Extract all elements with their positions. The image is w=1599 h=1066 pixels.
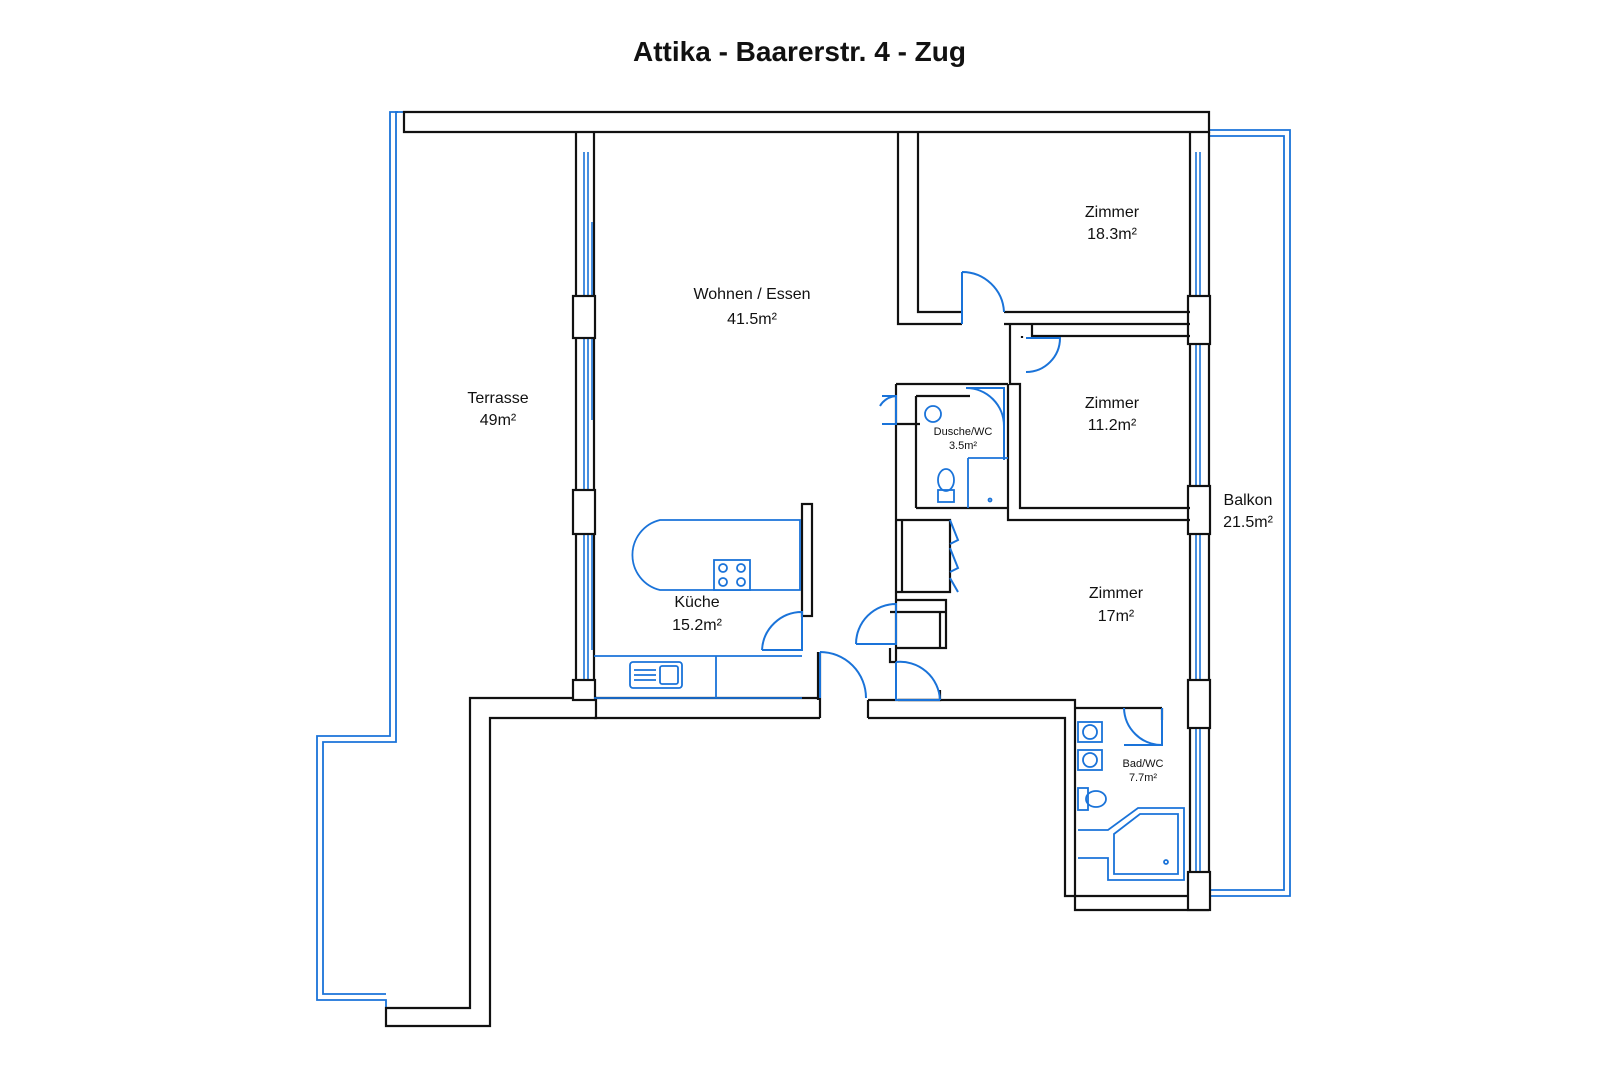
- toilet-icon: [937, 489, 955, 503]
- page-title: Attika - Baarerstr. 4 - Zug: [633, 36, 966, 67]
- right-windows: [1186, 152, 1212, 912]
- washbasin-icon: [1077, 721, 1103, 743]
- room-area-zimmer-2: 11.2m²: [1088, 417, 1137, 434]
- terrace-outline: [316, 111, 404, 1018]
- toilet-icon: [1077, 787, 1089, 811]
- washbasin-icon: [1077, 749, 1103, 771]
- room-area-terrasse: 49m²: [480, 412, 517, 429]
- room-name-zimmer-3: Zimmer: [1089, 585, 1144, 602]
- bath-fixtures: [1077, 721, 1185, 881]
- room-area-dusche: 3.5m²: [949, 440, 977, 452]
- balcony-outline: [1209, 129, 1291, 897]
- left-windows: [571, 152, 597, 702]
- room-area-zimmer-3: 17m²: [1098, 608, 1135, 625]
- room-name-wohnen: Wohnen / Essen: [693, 286, 810, 303]
- doors: [761, 270, 1163, 746]
- interior-walls: [800, 132, 1190, 720]
- kitchen-fixtures: [594, 519, 802, 699]
- room-name-zimmer-1: Zimmer: [1085, 204, 1140, 221]
- room-labels: Terrasse 49m² Wohnen / Essen 41.5m² Zimm…: [467, 204, 1273, 784]
- shower-fixtures: [924, 405, 1008, 508]
- outer-walls: [384, 110, 1211, 1028]
- bathtub-icon: [1078, 807, 1185, 881]
- room-area-zimmer-1: 18.3m²: [1087, 226, 1137, 243]
- room-name-dusche: Dusche/WC: [934, 426, 993, 438]
- room-name-zimmer-2: Zimmer: [1085, 395, 1140, 412]
- room-name-bad: Bad/WC: [1123, 758, 1164, 770]
- room-area-bad: 7.7m²: [1129, 772, 1157, 784]
- room-name-terrasse: Terrasse: [467, 390, 528, 407]
- room-area-kueche: 15.2m²: [672, 617, 722, 634]
- washbasin-icon: [924, 405, 942, 423]
- room-name-kueche: Küche: [674, 594, 719, 611]
- room-area-balkon: 21.5m²: [1223, 514, 1273, 531]
- room-area-wohnen: 41.5m²: [727, 311, 777, 328]
- cooktop-icon: [713, 559, 751, 591]
- room-name-balkon: Balkon: [1224, 492, 1273, 509]
